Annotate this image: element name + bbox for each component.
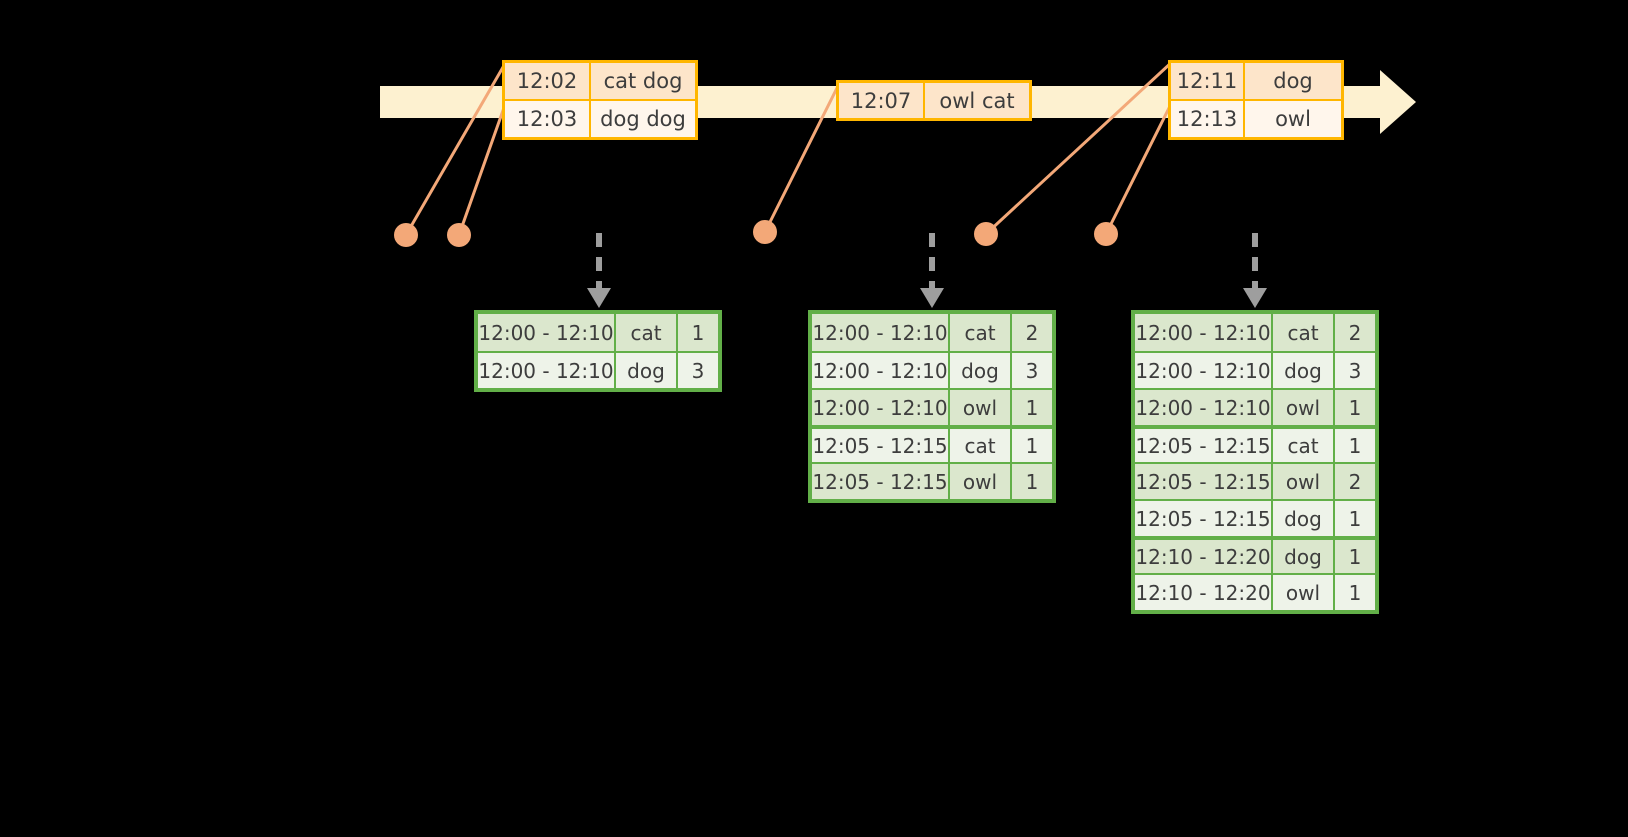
key-cell: cat bbox=[1271, 429, 1333, 462]
key-cell: cat bbox=[948, 314, 1010, 351]
connector-dot-1213-line bbox=[1104, 101, 1174, 235]
window-cell: 12:00 - 12:10 bbox=[812, 314, 948, 351]
count-cell: 1 bbox=[1333, 429, 1375, 462]
event-box-2: 12:07 owl cat bbox=[836, 80, 1032, 121]
key-cell: owl bbox=[1271, 464, 1333, 499]
event-row: 12:07 owl cat bbox=[839, 83, 1029, 118]
window-cell: 12:10 - 12:20 bbox=[1135, 540, 1271, 573]
count-cell: 1 bbox=[1333, 390, 1375, 425]
key-cell: owl bbox=[948, 390, 1010, 425]
connector-dot-1202 bbox=[394, 223, 418, 247]
event-time: 12:03 bbox=[505, 101, 591, 137]
timeline-arrow-icon bbox=[1380, 70, 1416, 134]
count-cell: 3 bbox=[676, 353, 718, 388]
event-row: 12:03 dog dog bbox=[505, 99, 695, 137]
key-cell: owl bbox=[948, 464, 1010, 499]
count-cell: 1 bbox=[1333, 575, 1375, 610]
key-cell: dog bbox=[948, 353, 1010, 388]
window-cell: 12:00 - 12:10 bbox=[812, 390, 948, 425]
count-cell: 3 bbox=[1333, 353, 1375, 388]
event-box-1: 12:02 cat dog 12:03 dog dog bbox=[502, 60, 698, 140]
connector-dot-1203-line bbox=[457, 101, 508, 236]
window-cell: 12:05 - 12:15 bbox=[1135, 429, 1271, 462]
key-cell: dog bbox=[614, 353, 676, 388]
key-cell: owl bbox=[1271, 575, 1333, 610]
window-cell: 12:00 - 12:10 bbox=[812, 353, 948, 388]
event-row: 12:02 cat dog bbox=[505, 63, 695, 99]
count-cell: 1 bbox=[676, 314, 718, 351]
count-cell: 1 bbox=[1333, 501, 1375, 536]
key-cell: cat bbox=[1271, 314, 1333, 351]
connector-dot-1211 bbox=[974, 222, 998, 246]
key-cell: dog bbox=[1271, 501, 1333, 536]
connector-dot-1207 bbox=[753, 220, 777, 244]
count-cell: 1 bbox=[1010, 464, 1052, 499]
key-cell: dog bbox=[1271, 540, 1333, 573]
count-cell: 2 bbox=[1333, 464, 1375, 499]
window-cell: 12:10 - 12:20 bbox=[1135, 575, 1271, 610]
connector-dot-1203 bbox=[447, 223, 471, 247]
event-time: 12:07 bbox=[839, 83, 925, 118]
window-cell: 12:05 - 12:15 bbox=[1135, 501, 1271, 536]
event-row: 12:13 owl bbox=[1171, 99, 1341, 137]
down-arrow-2 bbox=[920, 233, 944, 308]
window-cell: 12:05 - 12:15 bbox=[812, 464, 948, 499]
connector-dot-1213 bbox=[1094, 222, 1118, 246]
count-cell: 1 bbox=[1010, 429, 1052, 462]
window-cell: 12:05 - 12:15 bbox=[1135, 464, 1271, 499]
count-cell: 1 bbox=[1333, 540, 1375, 573]
key-cell: owl bbox=[1271, 390, 1333, 425]
event-time: 12:11 bbox=[1171, 63, 1245, 99]
event-row: 12:11 dog bbox=[1171, 63, 1341, 99]
event-words: dog dog bbox=[600, 107, 686, 131]
window-cell: 12:00 - 12:10 bbox=[1135, 353, 1271, 388]
event-words: cat dog bbox=[591, 63, 695, 99]
event-words: owl cat bbox=[925, 83, 1029, 118]
key-cell: cat bbox=[614, 314, 676, 351]
window-cell: 12:00 - 12:10 bbox=[478, 314, 614, 351]
count-cell: 2 bbox=[1333, 314, 1375, 351]
down-arrow-1 bbox=[587, 233, 611, 308]
event-time: 12:13 bbox=[1171, 101, 1245, 137]
event-words: dog bbox=[1245, 63, 1341, 99]
event-words: owl bbox=[1275, 107, 1311, 131]
window-cell: 12:00 - 12:10 bbox=[478, 353, 614, 388]
window-cell: 12:05 - 12:15 bbox=[812, 429, 948, 462]
event-time: 12:02 bbox=[505, 63, 591, 99]
count-cell: 1 bbox=[1010, 390, 1052, 425]
key-cell: dog bbox=[1271, 353, 1333, 388]
count-cell: 3 bbox=[1010, 353, 1052, 388]
count-cell: 2 bbox=[1010, 314, 1052, 351]
key-cell: cat bbox=[948, 429, 1010, 462]
down-arrow-3 bbox=[1243, 233, 1267, 308]
event-box-3: 12:11 dog 12:13 owl bbox=[1168, 60, 1344, 140]
window-cell: 12:00 - 12:10 bbox=[1135, 390, 1271, 425]
window-cell: 12:00 - 12:10 bbox=[1135, 314, 1271, 351]
